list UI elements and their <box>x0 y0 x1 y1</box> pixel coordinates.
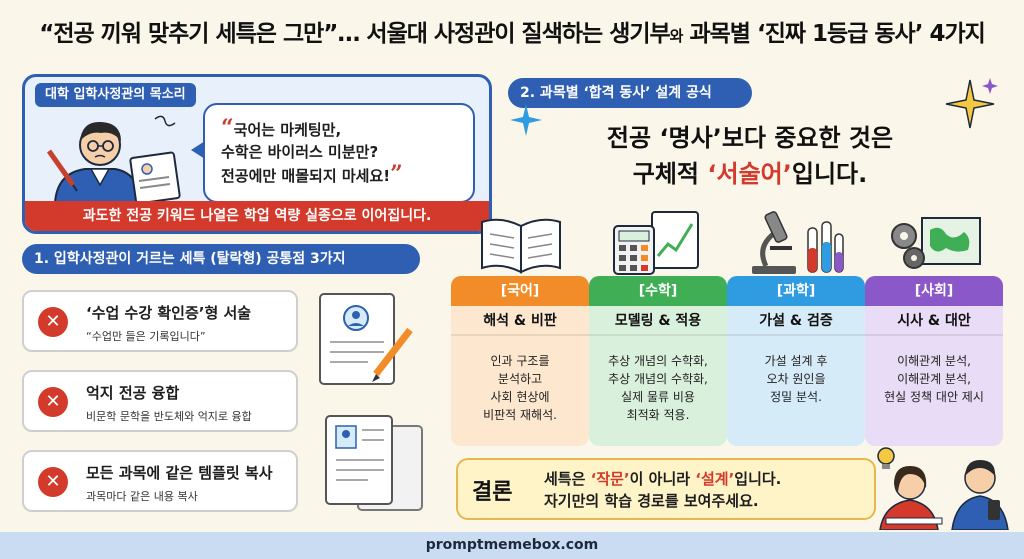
copied-documents-icon <box>325 415 423 511</box>
x-icon: ✕ <box>38 467 68 497</box>
calculator-chart-icon <box>613 211 699 275</box>
speech-bubble-tail <box>191 141 205 159</box>
subject-body: 추상 개념의 수학화, 추상 개념의 수학화, 실제 물류 비용 최적화 적용. <box>608 354 708 422</box>
open-book-icon <box>481 218 561 274</box>
page-title: “전공 끼워 맞추기 세특은 그만”… 서울대 사정관이 질색하는 생기부와 과… <box>0 14 1024 54</box>
bubble-line-2: 수학은 바이러스 미분만? <box>221 143 379 161</box>
subject-name: [과학] <box>727 276 865 306</box>
title-main: “전공 끼워 맞추기 세특은 그만”… 서울대 사정관이 질색하는 생기부 <box>39 21 670 47</box>
bubble-line-3: 전공에만 매몰되지 마세요! <box>221 167 391 185</box>
subject-theme: 가설 & 검증 <box>727 306 865 336</box>
gears-map-icon <box>891 217 981 269</box>
rejected-item-sub: 과목마다 같은 내용 복사 <box>86 490 198 503</box>
section2-headline: 전공 ‘명사’보다 중요한 것은 구체적 ‘서술어’입니다. <box>560 120 940 192</box>
sparkle-icon <box>510 104 542 136</box>
subject-body: 인과 구조를 분석하고 사회 현상에 비판적 재해석. <box>483 354 557 422</box>
quote-open-icon: “ <box>221 115 234 141</box>
rejected-item-2: ✕ 억지 전공 융합 비문학 문학을 반도체와 억지로 융합 <box>22 370 298 432</box>
footer-site: promptmemebox.com <box>0 532 1024 559</box>
voice-warning-bar: 과도한 전공 키워드 나열은 학업 역량 실종으로 이어집니다. <box>25 201 489 231</box>
microscope-icon <box>752 211 844 274</box>
title-tail: 과목별 ‘진짜 1등급 동사’ 4가지 <box>682 21 985 47</box>
rejected-item-sub: 비문학 문학을 반도체와 억지로 융합 <box>86 410 252 423</box>
quote-close-icon: ” <box>390 161 403 187</box>
headline-line-1: 전공 ‘명사’보다 중요한 것은 <box>606 124 894 152</box>
subject-theme: 해석 & 비판 <box>451 306 589 336</box>
conclusion-text: 세특은 ‘작문’이 아니라 ‘설계’입니다. 자기만의 학습 경로를 보여주세요… <box>544 470 782 510</box>
rejected-item-title: 억지 전공 융합 <box>86 384 180 402</box>
subject-theme: 모델링 & 적용 <box>589 306 727 336</box>
headline-highlight: ‘서술어’ <box>707 160 792 188</box>
title-wa: 와 <box>669 27 684 45</box>
bubble-line-1: 국어는 마케팅만, <box>233 121 342 139</box>
subject-body: 이해관계 분석, 이해관계 분석, 현실 정책 대안 제시 <box>884 354 984 404</box>
subject-name: [사회] <box>865 276 1003 306</box>
students-illustration <box>877 447 1009 530</box>
subject-name: [수학] <box>589 276 727 306</box>
subject-column-math: [수학] 모델링 & 적용 추상 개념의 수학화, 추상 개념의 수학화, 실제… <box>589 276 727 446</box>
conclusion-label: 결론 <box>472 480 513 505</box>
rejected-item-sub: “수업만 들은 기록입니다” <box>86 330 206 343</box>
subject-name: [국어] <box>451 276 589 306</box>
rejected-item-3: ✕ 모든 과목에 같은 템플릿 복사 과목마다 같은 내용 복사 <box>22 450 298 512</box>
conclusion-box: 결론 세특은 ‘작문’이 아니라 ‘설계’입니다. 자기만의 학습 경로를 보여… <box>456 458 876 520</box>
rejected-item-title: ‘수업 수강 확인증’형 서술 <box>86 304 252 322</box>
subject-column-korean: [국어] 해석 & 비판 인과 구조를 분석하고 사회 현상에 비판적 재해석. <box>451 276 589 446</box>
rejected-item-title: 모든 과목에 같은 템플릿 복사 <box>86 464 273 482</box>
subject-column-social: [사회] 시사 & 대안 이해관계 분석, 이해관계 분석, 현실 정책 대안 … <box>865 276 1003 446</box>
speech-bubble: “국어는 마케팅만, 수학은 바이러스 미분만? 전공에만 매몰되지 마세요!” <box>203 103 475 203</box>
admission-officer-voice-card: 대학 입학사정관의 목소리 “국어는 마케팅만, 수학은 바이러스 미분만? 전… <box>22 74 492 234</box>
x-icon: ✕ <box>38 387 68 417</box>
voice-tag: 대학 입학사정관의 목소리 <box>35 83 196 107</box>
subject-theme: 시사 & 대안 <box>865 306 1003 336</box>
section1-tag: 1. 입학사정관이 거르는 세특 (탈락형) 공통점 3가지 <box>22 244 420 274</box>
section2-tag: 2. 과목별 ‘합격 동사’ 설계 공식 <box>508 78 752 108</box>
admission-officer-illustration <box>46 115 181 203</box>
x-icon: ✕ <box>38 307 68 337</box>
rejected-item-1: ✕ ‘수업 수강 확인증’형 서술 “수업만 들은 기록입니다” <box>22 290 298 352</box>
subject-body: 가설 설계 후 오차 원인을 정밀 분석. <box>764 354 828 404</box>
subject-column-science: [과학] 가설 & 검증 가설 설계 후 오차 원인을 정밀 분석. <box>727 276 865 446</box>
document-pen-icon <box>319 293 413 385</box>
sparkle-icon <box>945 78 998 129</box>
